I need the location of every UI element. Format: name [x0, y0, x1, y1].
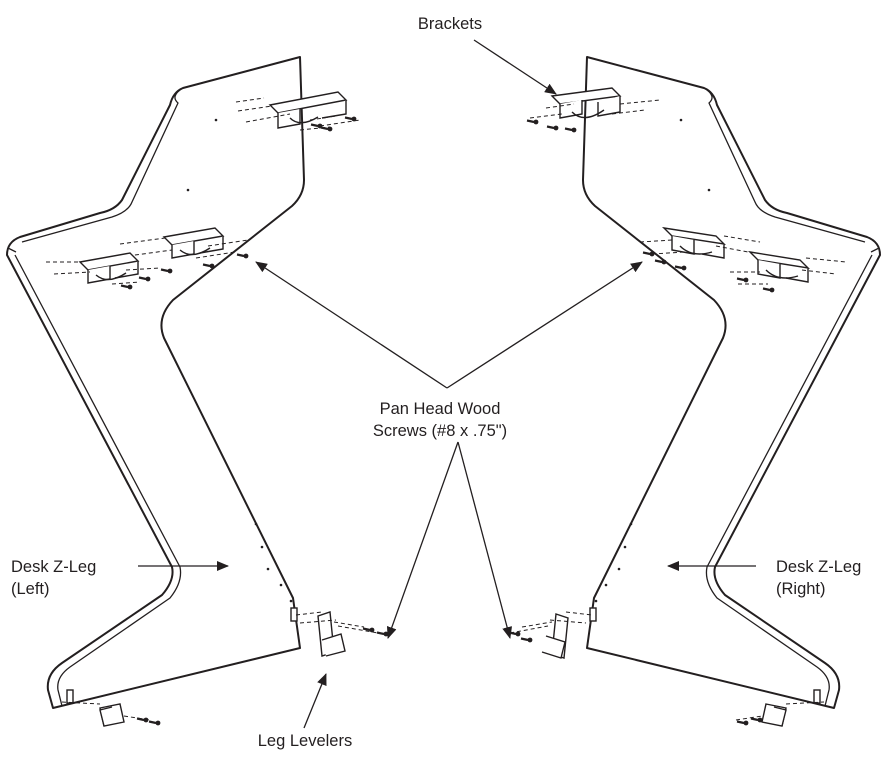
label-screws-line2: Screws (#8 x .75") [372, 422, 508, 440]
arrow-screws-right-bottom [457, 441, 513, 639]
arrow-screws-right-mid [446, 261, 643, 389]
screws-right-levelers [507, 630, 534, 644]
screws-left-foot [135, 716, 162, 727]
leveler-right-foot [735, 689, 825, 727]
arrow-screws-left-bottom [386, 441, 459, 639]
label-right-leg-line2: (Right) [776, 580, 826, 598]
label-left-leg-line2: (Left) [11, 580, 50, 598]
leveler-right-center [509, 607, 597, 659]
bracket-left-mid-b [46, 252, 161, 285]
screws-right-foot [735, 716, 764, 727]
arrow-screws-left-mid [255, 261, 448, 389]
leveler-left-center [290, 607, 379, 657]
arrow-brackets [473, 39, 557, 95]
right-z-leg [582, 56, 881, 709]
arrow-levelers [303, 673, 327, 729]
label-levelers: Leg Levelers [257, 732, 353, 750]
label-left-leg-line1: Desk Z-Leg [11, 558, 97, 576]
bracket-left-mid-a [119, 227, 249, 259]
label-right-leg: Desk Z-Leg (Right) [776, 556, 861, 600]
bracket-right-top [529, 87, 661, 119]
label-right-leg-line1: Desk Z-Leg [776, 558, 862, 576]
left-z-leg [6, 56, 305, 709]
callout-arrows [138, 39, 756, 729]
bracket-right-mid-b [730, 250, 847, 285]
label-screws: Pan Head Wood Screws (#8 x .75") [340, 398, 540, 442]
bracket-left-top [235, 91, 361, 131]
label-brackets: Brackets [417, 15, 483, 33]
screws-left-mid [119, 252, 250, 291]
bracket-right-mid-a [639, 226, 761, 259]
screws-right-top [525, 118, 578, 134]
label-left-leg: Desk Z-Leg (Left) [11, 556, 96, 600]
screws-left-levelers [361, 626, 390, 638]
label-screws-line1: Pan Head Wood [379, 400, 501, 418]
